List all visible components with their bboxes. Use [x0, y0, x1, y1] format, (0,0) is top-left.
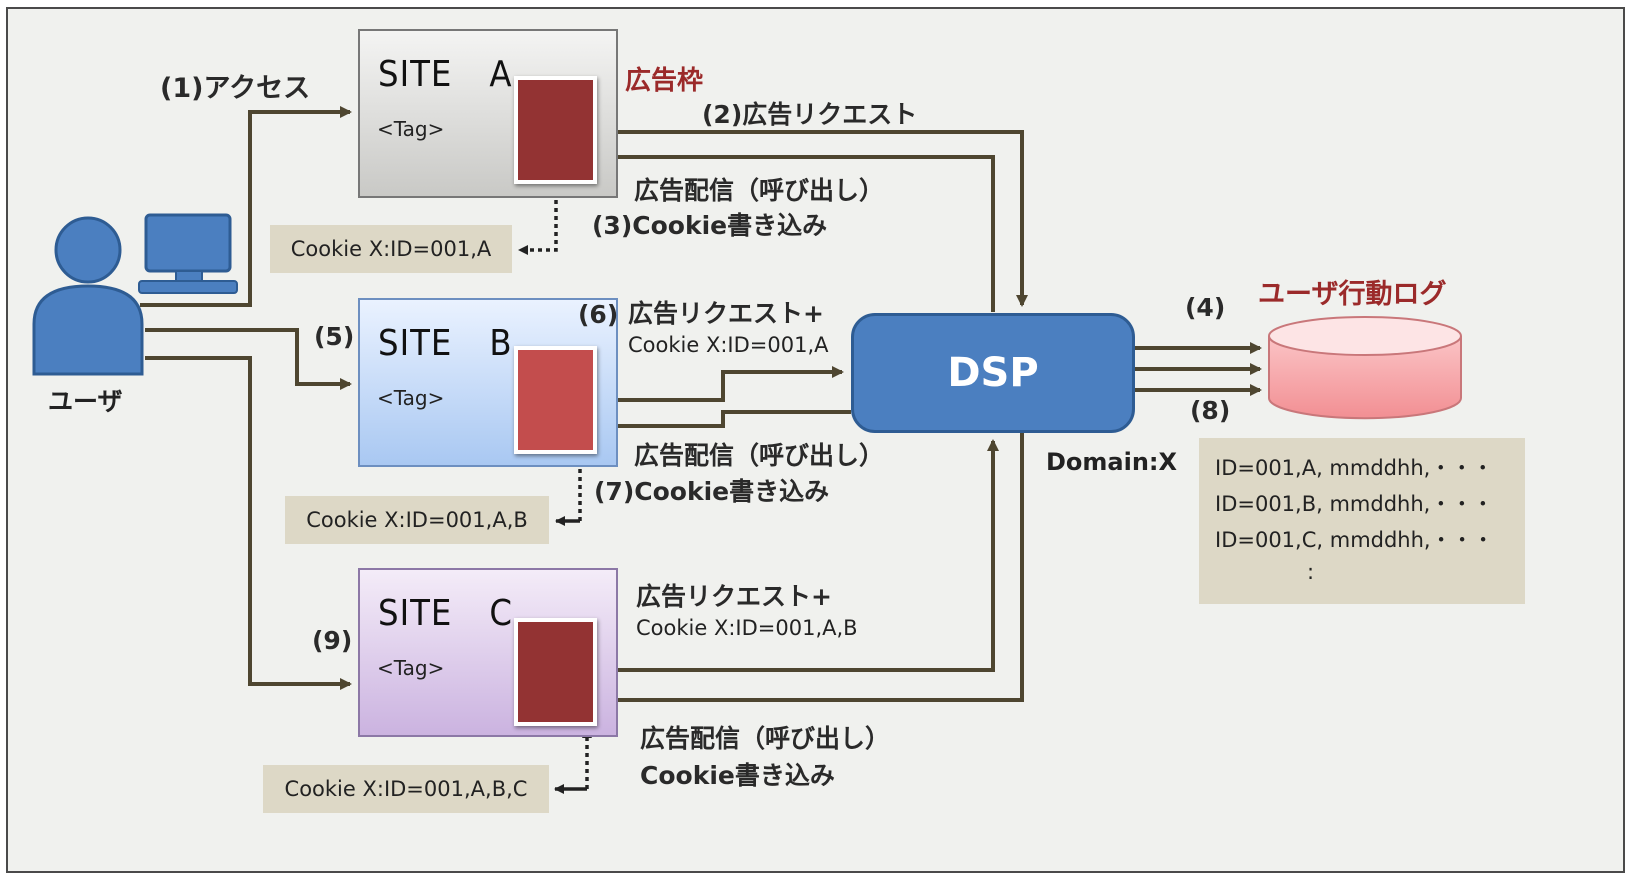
step-9-delivery: 広告配信（呼び出し） [640, 724, 891, 753]
dotted-cookie-a [518, 184, 558, 255]
site-a-tag: <Tag> [377, 117, 445, 141]
dsp-domain: Domain:X [1046, 448, 1178, 476]
cookie-box-c: Cookie X:ID=001,A,B,C [263, 765, 549, 813]
step-7-cookie: (7)Cookie書き込み [594, 477, 830, 506]
arrow-delivery-b [601, 410, 851, 432]
dotted-cookie-b [556, 456, 585, 523]
step-2-label: (2)広告リクエスト [702, 100, 918, 129]
ad-slot-c [514, 618, 597, 726]
user-icon [32, 216, 144, 376]
site-a-title: SITE A [378, 54, 513, 95]
log-line-ellipsis: : [1307, 560, 1315, 584]
step-6-request: 広告リクエスト+ [628, 299, 824, 328]
step-6-label: (6) [578, 300, 619, 329]
step-3-delivery: 広告配信（呼び出し） [634, 176, 885, 205]
log-line-2: ID=001,B, mmddhh,・・・ [1215, 492, 1494, 516]
site-c-title: SITE C [378, 593, 513, 634]
arrow-access-b [145, 328, 352, 390]
step-1-label: (1)アクセス [160, 73, 311, 104]
cookie-box-a: Cookie X:ID=001,A [270, 225, 512, 273]
step-9-cookie-write: Cookie書き込み [640, 761, 835, 790]
dsp-label: DSP [947, 350, 1039, 396]
step-5-label: (5) [314, 322, 355, 351]
step-7-delivery: 広告配信（呼び出し） [634, 441, 885, 470]
step-8-label: (8) [1190, 396, 1231, 425]
cookie-box-b: Cookie X:ID=001,A,B [285, 496, 549, 544]
user-label: ユーザ [48, 387, 123, 416]
site-c-tag: <Tag> [377, 656, 445, 680]
step-4-label: (4) [1185, 293, 1226, 322]
arrow-request-c [617, 439, 999, 672]
arrow-access-a [140, 106, 352, 307]
log-line-3: ID=001,C, mmddhh,・・・ [1215, 528, 1494, 552]
dsp-box: DSP [851, 313, 1135, 433]
arrow-request-a [598, 130, 1028, 307]
arrow-delivery-a [601, 151, 995, 312]
step-9-label: (9) [312, 626, 353, 655]
ad-slot-label: 広告枠 [625, 66, 704, 96]
computer-icon [138, 213, 238, 294]
arrow-request-b [598, 366, 844, 402]
ad-slot-b [514, 346, 597, 454]
log-title: ユーザ行動ログ [1258, 279, 1447, 310]
step-9-request: 広告リクエスト+ [636, 582, 832, 611]
arrow-access-c [145, 356, 352, 690]
site-b-title: SITE B [378, 323, 513, 364]
database-icon [1268, 316, 1462, 420]
log-records: ID=001,A, mmddhh,・・・ ID=001,B, mmddhh,・・… [1199, 438, 1525, 604]
ad-slot-a [514, 76, 597, 184]
dotted-cookie-c [555, 728, 592, 791]
arrow-delivery-c [617, 433, 1024, 702]
log-line-1: ID=001,A, mmddhh,・・・ [1215, 456, 1494, 480]
step-9-cookie: Cookie X:ID=001,A,B [636, 616, 858, 640]
site-b-tag: <Tag> [377, 386, 445, 410]
step-6-cookie: Cookie X:ID=001,A [628, 333, 829, 357]
step-3-cookie: (3)Cookie書き込み [592, 211, 828, 240]
